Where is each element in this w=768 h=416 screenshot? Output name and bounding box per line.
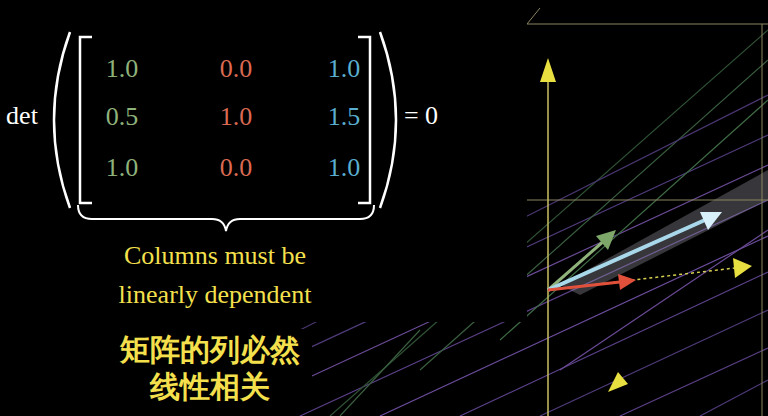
grid-line bbox=[700, 380, 768, 416]
left-paren bbox=[54, 32, 70, 208]
vector-head bbox=[596, 230, 616, 250]
matrix-entry: 1.0 bbox=[106, 152, 139, 183]
box-edge bbox=[527, 200, 768, 201]
matrix-entry: 0.0 bbox=[220, 152, 253, 183]
matrix-entry: 0.5 bbox=[106, 101, 139, 132]
left-bracket bbox=[80, 37, 92, 203]
grid-line bbox=[620, 348, 768, 416]
vector-head bbox=[700, 212, 722, 230]
matrix-entry: 1.0 bbox=[328, 53, 361, 84]
underbrace bbox=[78, 205, 374, 231]
right-paren bbox=[380, 32, 396, 208]
matrix-entry: 1.5 bbox=[328, 101, 361, 132]
matrix-entry: 0.0 bbox=[220, 53, 253, 84]
equals-zero: = 0 bbox=[404, 100, 438, 131]
z-axis bbox=[547, 80, 549, 416]
grid-line bbox=[340, 330, 420, 416]
blue-vector bbox=[548, 220, 705, 290]
box-edge bbox=[527, 8, 540, 24]
grid-line bbox=[540, 310, 768, 416]
matrix-entry: 1.0 bbox=[106, 53, 139, 84]
matrix-entry: 1.0 bbox=[328, 152, 361, 183]
bounding-box bbox=[527, 8, 768, 416]
axis-cone bbox=[733, 258, 752, 278]
grid-line bbox=[500, 100, 768, 340]
det-operator: det bbox=[6, 100, 38, 131]
equation-panel bbox=[0, 0, 527, 322]
axis-cone bbox=[608, 372, 628, 392]
matrix-entry: 1.0 bbox=[220, 101, 253, 132]
red-vector bbox=[548, 282, 620, 290]
brace-note: Columns must be linearly dependent bbox=[90, 236, 340, 314]
box-edge bbox=[527, 24, 768, 25]
matrix-delimiters bbox=[54, 32, 396, 231]
vector-head bbox=[618, 274, 636, 290]
subtitle: 矩阵的列必然 线性相关 bbox=[108, 329, 312, 408]
green-vector bbox=[548, 240, 605, 290]
box-edge bbox=[762, 24, 763, 416]
axis-cone bbox=[540, 58, 556, 82]
